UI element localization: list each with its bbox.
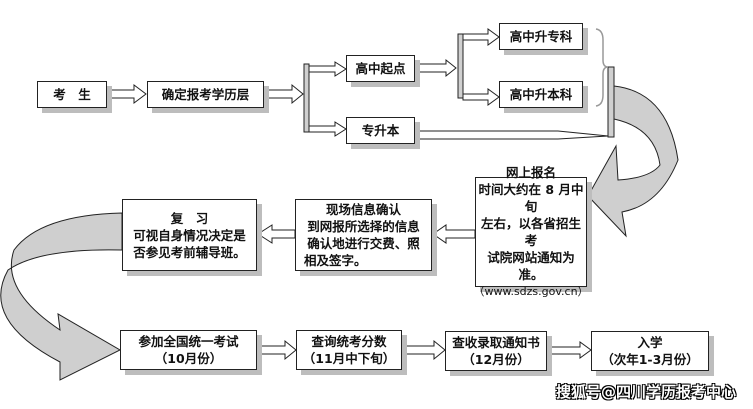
enrollment-title: 入学	[637, 335, 663, 350]
node-hs-benke-label: 高中升本科	[509, 87, 573, 102]
watermark: 搜狐号@四川学历报考中心	[556, 383, 737, 401]
arrow-zsb-to-merge	[414, 130, 609, 140]
node-admission: 查收录取通知书 （12月份）	[445, 331, 547, 371]
admission-date: （12月份）	[462, 352, 530, 367]
scores-date: （11月中下旬）	[302, 351, 396, 366]
review-line: 否参见考前辅导班。	[133, 244, 246, 260]
arrow-to-high-school	[308, 61, 347, 77]
arrow-student-to-level	[106, 84, 147, 104]
exam-date: （10月份）	[154, 351, 223, 366]
arrow-admission-to-enroll	[546, 341, 592, 359]
review-title: 复 习	[170, 210, 209, 226]
arrow-onsite-to-review	[257, 224, 296, 244]
node-hs-benke: 高中升本科	[499, 81, 583, 108]
node-zsb: 专升本	[346, 117, 415, 144]
onsite-title: 现场信息确认	[325, 202, 401, 217]
node-exam: 参加全国统一考试 （10月份）	[120, 330, 257, 370]
node-enrollment: 入学 （次年1-3月份）	[591, 331, 709, 371]
online-line: 左右，以各省招生考	[480, 216, 581, 248]
node-review: 复 习 可视自身情况决定是 否参见考前辅导班。	[122, 199, 257, 271]
arrow-exam-to-scores	[256, 339, 297, 361]
enrollment-date: （次年1-3月份）	[601, 352, 699, 367]
onsite-line: 相及签字。	[304, 253, 367, 268]
brace	[595, 28, 609, 107]
onsite-line: 到网报所选择的信息	[307, 219, 420, 234]
node-student: 考 生	[37, 81, 107, 108]
merge-bar	[607, 66, 615, 138]
node-zsb-label: 专升本	[361, 123, 400, 138]
online-line: 试院网站通知为准。	[487, 250, 575, 282]
node-scores: 查询统考分数 （11月中下旬）	[296, 330, 402, 370]
onsite-line: 确认地进行交费、照	[307, 236, 420, 251]
arrow-level-to-branch	[263, 83, 304, 105]
node-high-school-start-label: 高中起点	[355, 61, 406, 76]
node-determine-level-label: 确定报考学历层	[161, 87, 250, 102]
node-hs-zhuanke-label: 高中升专科	[509, 29, 573, 44]
review-line: 可视自身情况决定是	[133, 227, 246, 243]
node-high-school-start: 高中起点	[346, 55, 415, 82]
branch-bar-2	[457, 33, 464, 99]
scores-title: 查询统考分数	[311, 334, 387, 349]
admission-title: 查收录取通知书	[452, 335, 540, 350]
curved-arrow-right	[587, 85, 679, 238]
online-line: 时间大约在 8 月中旬	[478, 182, 584, 214]
node-determine-level: 确定报考学历层	[147, 81, 264, 108]
online-title: 网上报名	[505, 165, 556, 180]
arrow-scores-to-admission	[401, 339, 446, 361]
exam-title: 参加全国统一考试	[138, 334, 239, 349]
arrow-online-to-onsite	[432, 224, 476, 244]
node-online-registration: 网上报名 时间大约在 8 月中旬 左右，以各省招生考 试院网站通知为准。 （ww…	[473, 165, 588, 298]
arrow-to-benke	[462, 88, 500, 106]
arrow-hs-to-branch	[414, 58, 457, 78]
online-url: （www.sdzs.gov.cn）	[473, 285, 589, 298]
node-student-label: 考 生	[53, 87, 91, 102]
node-onsite-confirm: 现场信息确认 到网报所选择的信息 确认地进行交费、照 相及签字。	[295, 199, 432, 271]
arrow-to-zsb	[308, 121, 347, 137]
branch-bar-1	[303, 63, 310, 133]
arrow-to-zhuanke	[462, 28, 500, 46]
curved-arrow-left	[0, 212, 123, 381]
node-hs-zhuanke: 高中升专科	[499, 23, 583, 50]
